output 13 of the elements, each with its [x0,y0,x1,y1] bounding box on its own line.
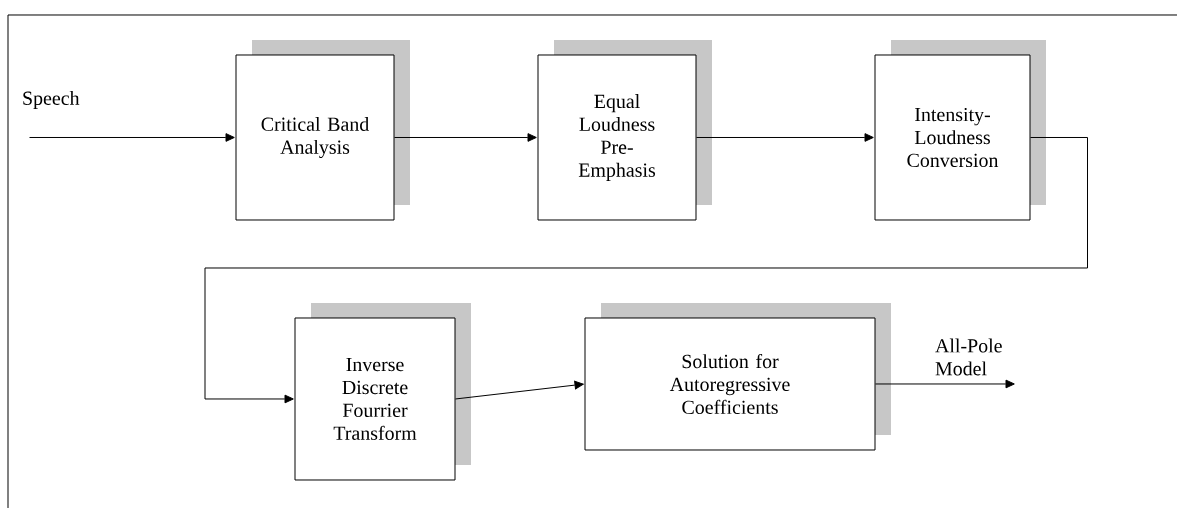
arrow [29,133,235,142]
arrow [696,133,874,142]
process-box: Solution for Autoregressive Coefficients [584,303,891,451]
arrow [875,379,1015,389]
arrow [204,137,1088,404]
edge-label: All-Pole Model [935,338,1002,376]
process-box: Intensity-Loudness Conversion [874,40,1046,221]
arrow [394,133,537,142]
process-box: Critical Band Analysis [235,40,410,221]
process-box: Equal Loudness Pre-Emphasis [537,40,712,221]
arrow [455,380,584,400]
edge-label: Speech [23,90,80,109]
process-box: Inverse Discrete Fourrier Transform [294,303,471,481]
